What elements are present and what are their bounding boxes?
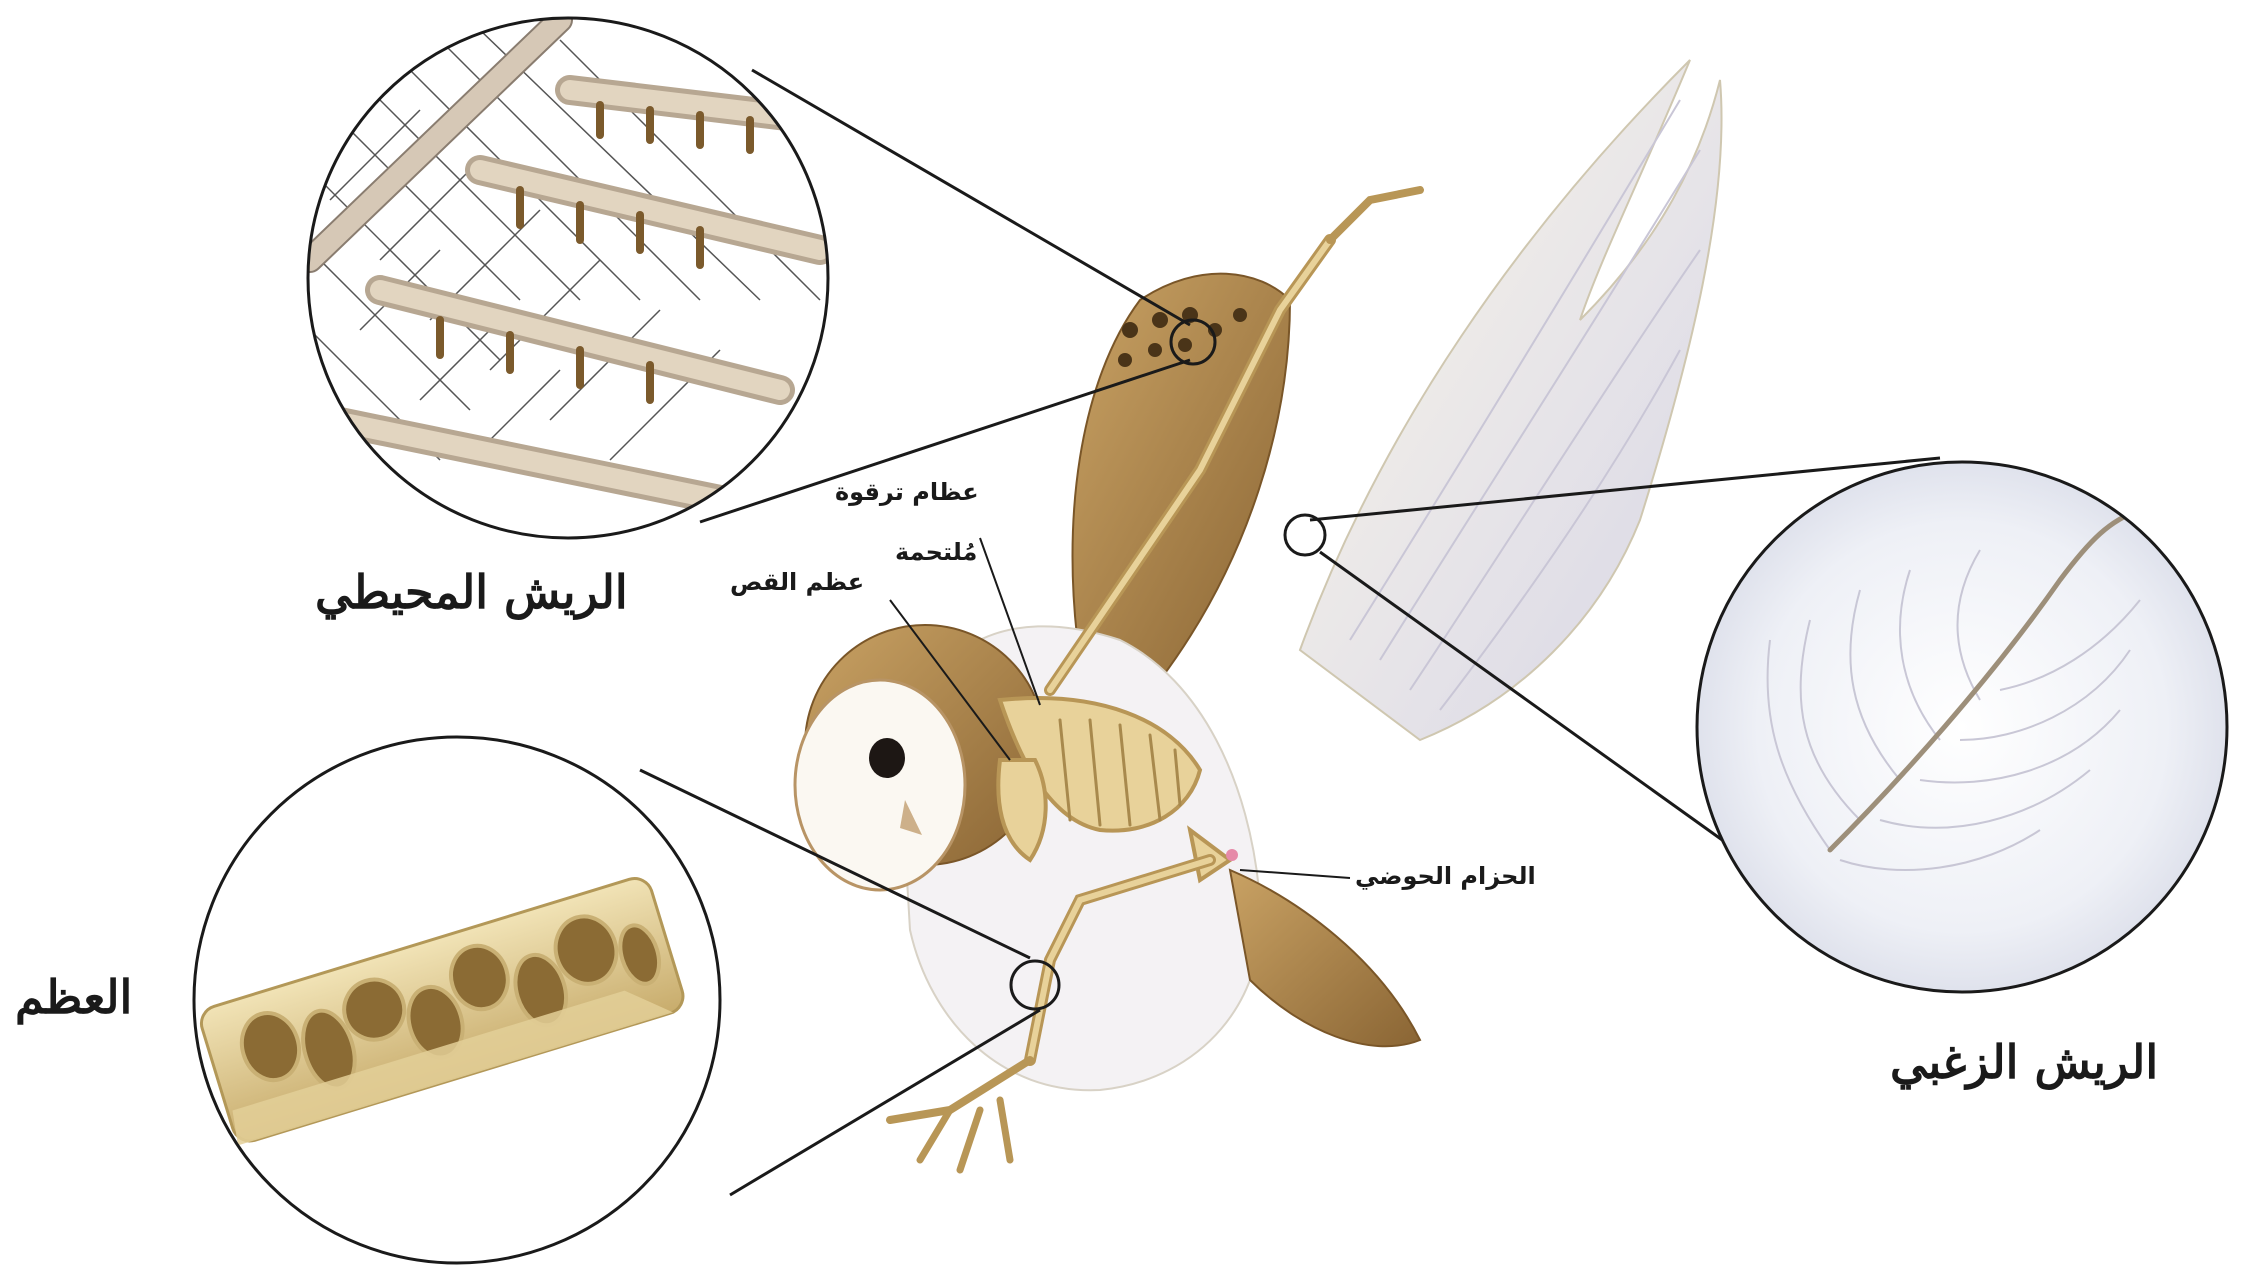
owl-right-wing	[1300, 60, 1722, 740]
pelvic-highlight-dot	[1226, 849, 1238, 861]
label-keel: عظم القص	[730, 568, 864, 596]
label-down-feathers: الريش الزغبي	[1890, 1035, 2158, 1089]
owl-tail	[1230, 870, 1420, 1046]
owl-illustration	[795, 60, 1722, 1170]
label-contour-feathers: الريش المحيطي	[315, 565, 628, 619]
contour-feather-callout	[300, 18, 828, 538]
label-bone: العظم	[15, 970, 132, 1024]
label-pelvic-girdle: الحزام الحوضي	[1355, 862, 1536, 890]
label-fused-collarbones-line2: مُلتحمة	[895, 538, 977, 566]
down-feather-callout	[1697, 462, 2227, 992]
down-pointer-circle	[1285, 515, 1325, 555]
bone-callout	[194, 737, 720, 1263]
owl-eye	[869, 738, 905, 778]
label-fused-collarbones-line1: عظام ترقوة	[835, 478, 979, 506]
